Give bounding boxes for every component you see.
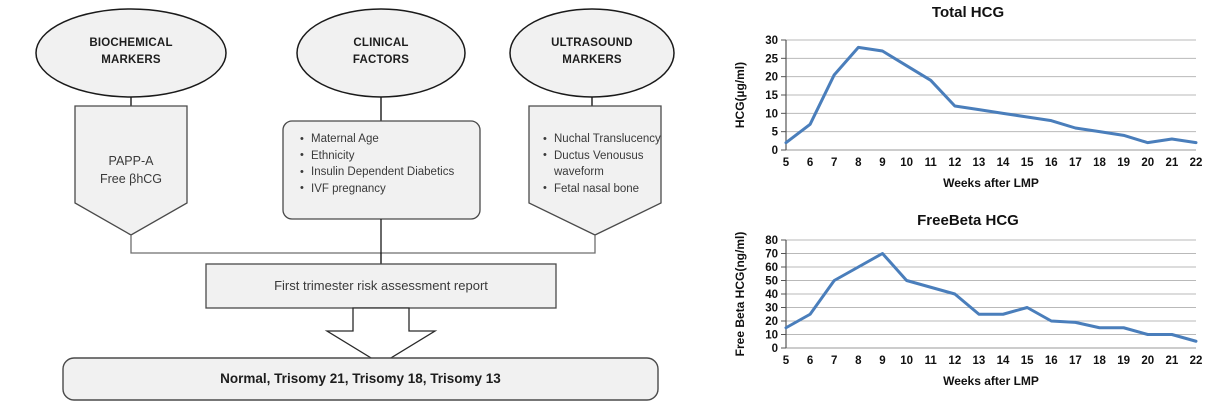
- svg-text:70: 70: [765, 249, 778, 261]
- svg-text:16: 16: [1045, 355, 1058, 367]
- svg-text:10: 10: [765, 108, 778, 120]
- chart-total-hcg-title: Total HCG: [931, 4, 1005, 21]
- svg-text:17: 17: [1069, 157, 1082, 169]
- box-clinical-factors: [282, 120, 481, 220]
- svg-text:17: 17: [1069, 355, 1082, 367]
- box-report: [205, 263, 557, 309]
- svg-text:13: 13: [973, 355, 986, 367]
- svg-text:19: 19: [1117, 355, 1130, 367]
- svg-text:10: 10: [900, 355, 913, 367]
- svg-text:30: 30: [765, 303, 778, 315]
- svg-text:6: 6: [807, 355, 813, 367]
- svg-text:12: 12: [948, 355, 961, 367]
- svg-text:12: 12: [948, 157, 961, 169]
- svg-text:22: 22: [1190, 355, 1203, 367]
- svg-text:8: 8: [855, 355, 862, 367]
- ellipse-ultrasound: [509, 8, 675, 98]
- svg-text:7: 7: [831, 157, 837, 169]
- svg-text:5: 5: [783, 355, 790, 367]
- svg-text:20: 20: [1141, 355, 1154, 367]
- svg-text:15: 15: [1021, 355, 1034, 367]
- chart-freebeta-hcg-title: FreeBeta HCG: [917, 212, 1019, 229]
- svg-text:Free Beta HCG(ng/ml): Free Beta HCG(ng/ml): [733, 232, 747, 357]
- svg-text:0: 0: [772, 145, 778, 157]
- svg-text:20: 20: [765, 316, 778, 328]
- block-arrow-report-to-outcome: [324, 307, 438, 365]
- flowchart-shapes: [35, 8, 675, 401]
- svg-text:Weeks after LMP: Weeks after LMP: [943, 374, 1039, 388]
- svg-text:9: 9: [879, 157, 885, 169]
- chevron-biochemical: [74, 105, 188, 236]
- svg-text:60: 60: [765, 262, 778, 274]
- svg-text:21: 21: [1165, 157, 1178, 169]
- ellipse-clinical: [296, 8, 466, 98]
- svg-text:30: 30: [765, 35, 778, 47]
- svg-text:5: 5: [772, 127, 779, 139]
- box-outcome: [62, 357, 659, 401]
- svg-text:15: 15: [765, 90, 778, 102]
- svg-text:50: 50: [765, 276, 778, 288]
- svg-text:5: 5: [783, 157, 790, 169]
- svg-text:14: 14: [997, 157, 1010, 169]
- svg-text:0: 0: [772, 343, 778, 355]
- flowchart-panel: BIOCHEMICAL MARKERS CLINICAL FACTORS ULT…: [0, 0, 712, 415]
- svg-text:15: 15: [1021, 157, 1034, 169]
- connector-ultrasound-to-bus: [381, 235, 596, 254]
- svg-text:Weeks after LMP: Weeks after LMP: [943, 176, 1039, 190]
- svg-text:25: 25: [765, 53, 778, 65]
- svg-text:7: 7: [831, 355, 837, 367]
- svg-text:22: 22: [1190, 157, 1203, 169]
- svg-text:10: 10: [765, 330, 778, 342]
- svg-text:8: 8: [855, 157, 862, 169]
- svg-text:13: 13: [973, 157, 986, 169]
- svg-text:16: 16: [1045, 157, 1058, 169]
- svg-text:20: 20: [765, 72, 778, 84]
- svg-text:11: 11: [925, 355, 938, 367]
- svg-text:80: 80: [765, 235, 778, 247]
- svg-text:18: 18: [1093, 355, 1106, 367]
- ellipse-biochemical: [35, 8, 227, 98]
- svg-text:21: 21: [1165, 355, 1178, 367]
- svg-text:40: 40: [765, 289, 778, 301]
- chevron-ultrasound: [528, 105, 662, 236]
- svg-text:19: 19: [1117, 157, 1130, 169]
- connector-biochemical-to-bus: [130, 235, 381, 254]
- svg-text:HCG(µg/ml): HCG(µg/ml): [733, 62, 747, 128]
- svg-text:11: 11: [925, 157, 938, 169]
- svg-text:6: 6: [807, 157, 813, 169]
- svg-text:10: 10: [900, 157, 913, 169]
- svg-text:14: 14: [997, 355, 1010, 367]
- svg-text:20: 20: [1141, 157, 1154, 169]
- svg-text:9: 9: [879, 355, 885, 367]
- svg-text:18: 18: [1093, 157, 1106, 169]
